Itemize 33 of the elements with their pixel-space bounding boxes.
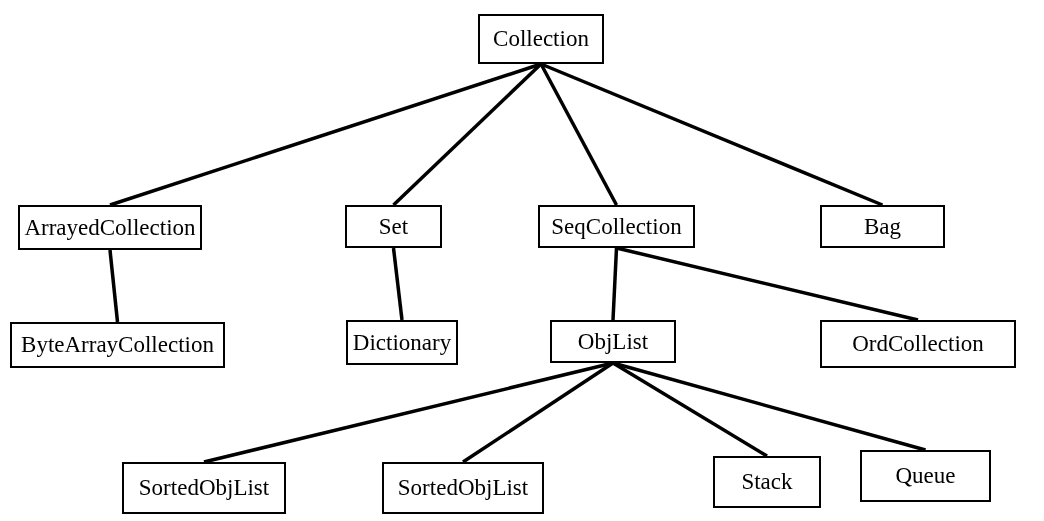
connector-line	[611, 247, 619, 321]
class-name: SeqCollection	[551, 213, 682, 240]
connector-line	[539, 63, 619, 206]
class-box	[860, 450, 991, 502]
class-name: Stack	[741, 469, 793, 495]
class-name: ObjList	[577, 328, 649, 355]
connector-line	[616, 246, 919, 322]
class-box	[382, 462, 544, 514]
connector-line	[108, 249, 120, 323]
class-box	[122, 462, 286, 514]
class-name: Collection	[493, 26, 589, 52]
class-box	[538, 205, 695, 248]
class-box	[345, 205, 442, 248]
connector-line	[540, 62, 884, 207]
class-name: OrdCollection	[852, 331, 984, 357]
class-name: ArrayedCollection	[24, 214, 196, 241]
class-box	[820, 205, 945, 248]
class-box	[550, 320, 676, 363]
class-box	[10, 322, 225, 368]
class-name: ByteArrayCollection	[21, 332, 214, 358]
class-box	[478, 14, 604, 64]
class-box	[713, 456, 821, 508]
class-name: SortedObjList	[397, 475, 529, 501]
class-box	[346, 320, 458, 365]
class-name: Bag	[863, 213, 902, 240]
class-box	[820, 320, 1016, 368]
class-name: Queue	[895, 463, 956, 489]
connector-line	[391, 247, 404, 321]
class-name: SortedObjList	[138, 475, 270, 501]
class-name: Dictionary	[352, 329, 452, 356]
class-name: Set	[378, 213, 409, 240]
class-box	[18, 205, 202, 250]
connector-line	[612, 361, 926, 452]
